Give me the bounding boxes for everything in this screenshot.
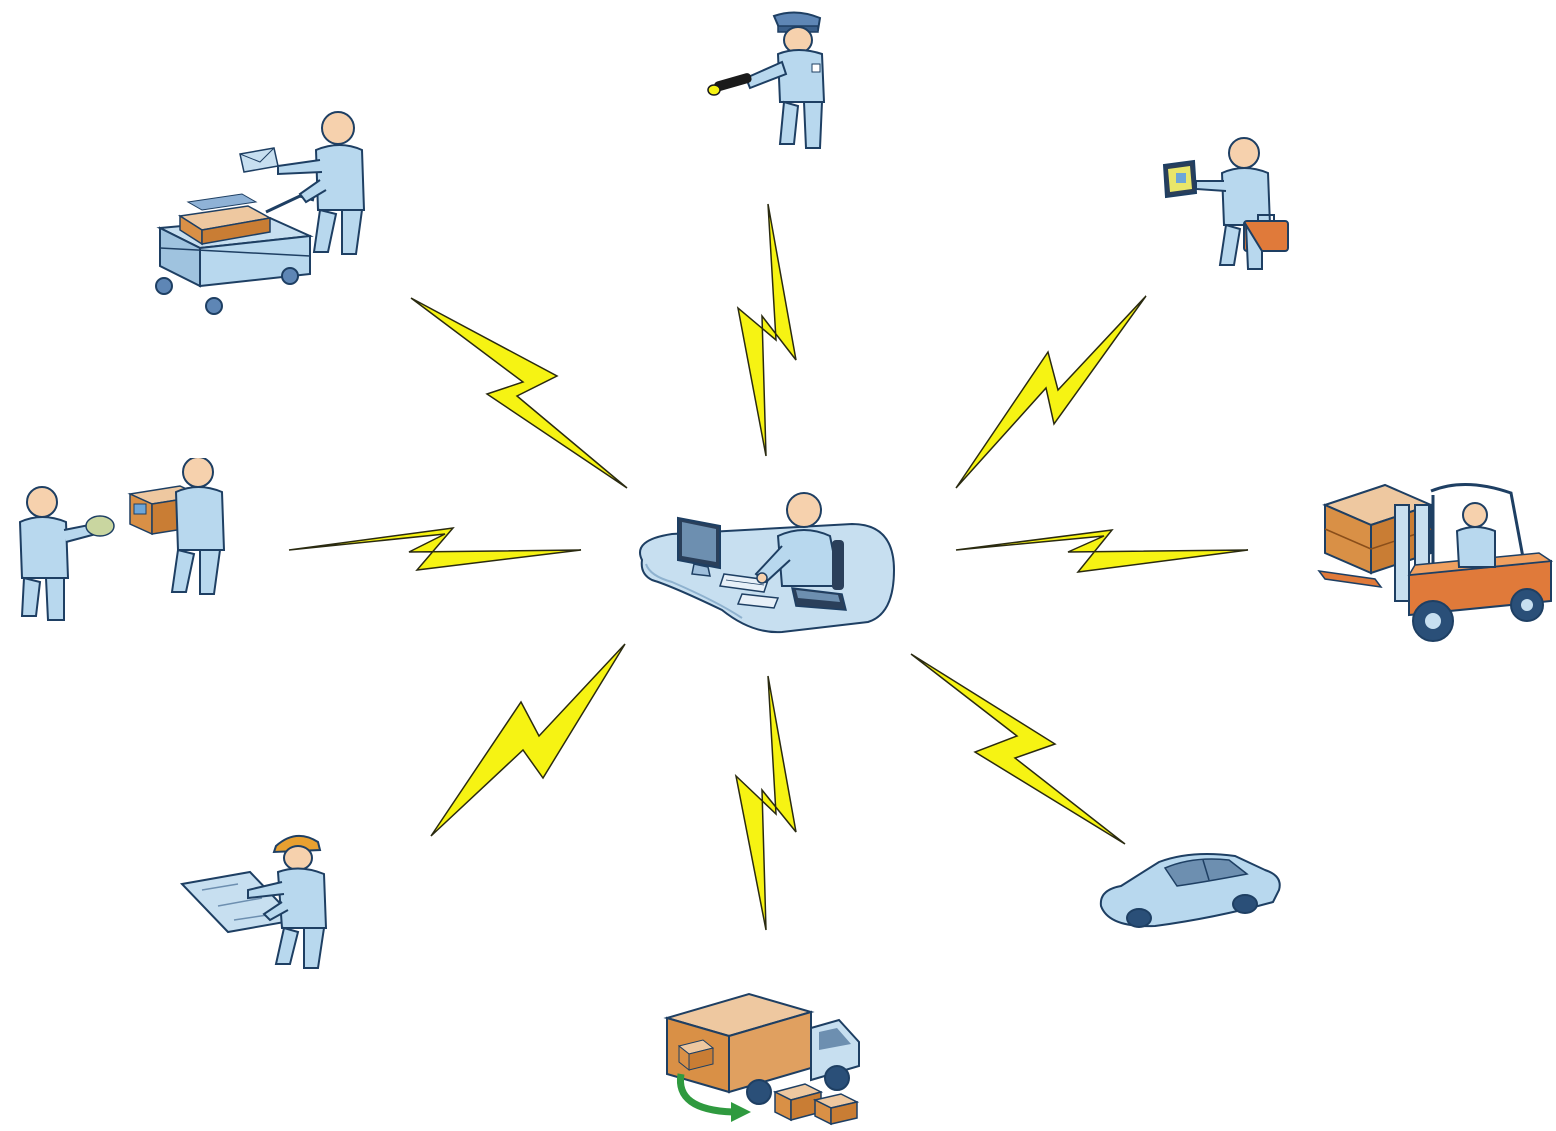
lightning-bolt-icon	[955, 529, 1249, 573]
lightning-bolt-icon	[410, 297, 628, 489]
lightning-bolt-icon	[736, 203, 797, 457]
worker-with-hardhat-and-blueprint-icon	[179, 835, 328, 969]
car-icon	[1099, 853, 1281, 928]
guard-with-flashlight-icon	[707, 11, 826, 149]
lightning-bolt-icon	[910, 653, 1126, 845]
person-with-mail-cart-icon	[155, 111, 366, 315]
forklift-with-crate-icon	[1317, 483, 1554, 642]
lightning-bolt-icon	[430, 643, 626, 837]
lightning-bolt-icon	[955, 295, 1147, 489]
person-with-handheld-and-briefcase-icon	[1162, 137, 1289, 270]
lightning-bolt-icon	[734, 675, 797, 931]
two-people-exchanging-package-icon	[18, 458, 226, 621]
operator-at-desk-computer-icon	[639, 492, 896, 634]
lightning-bolt-icon	[288, 526, 582, 571]
truck-unloading-boxes-icon	[663, 992, 860, 1126]
